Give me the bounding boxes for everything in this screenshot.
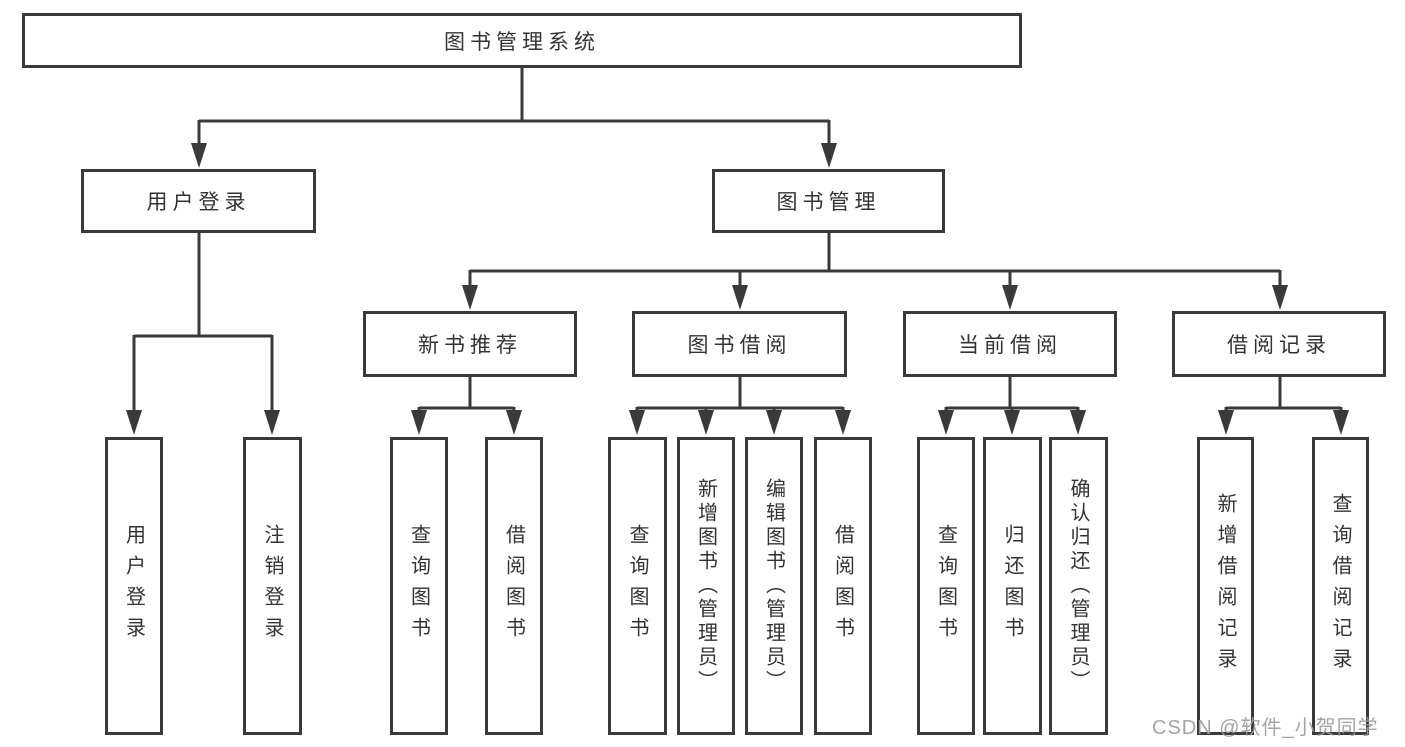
node-book-management: 图书管理 bbox=[712, 169, 945, 233]
leaf-add-book-admin: 新增图书（管理员） bbox=[677, 437, 735, 735]
leaf-logout: 注销登录 bbox=[243, 437, 302, 735]
leaf-query-books-current: 查询图书 bbox=[917, 437, 975, 735]
node-book-borrow: 图书借阅 bbox=[632, 311, 847, 377]
leaf-query-borrow-record: 查询借阅记录 bbox=[1312, 437, 1369, 735]
leaf-edit-book-admin: 编辑图书（管理员） bbox=[745, 437, 803, 735]
leaf-query-books-recommend: 查询图书 bbox=[390, 437, 448, 735]
csdn-watermark: CSDN @软件_小贺同学 bbox=[1152, 717, 1379, 739]
node-current-borrow: 当前借阅 bbox=[903, 311, 1117, 377]
arrowheads bbox=[126, 143, 1349, 435]
leaf-borrow-books: 借阅图书 bbox=[814, 437, 872, 735]
leaf-query-books-borrow: 查询图书 bbox=[608, 437, 667, 735]
node-user-login: 用户登录 bbox=[81, 169, 316, 233]
leaf-add-borrow-record: 新增借阅记录 bbox=[1197, 437, 1254, 735]
leaf-user-login: 用户登录 bbox=[105, 437, 163, 735]
leaf-borrow-books-recommend: 借阅图书 bbox=[485, 437, 543, 735]
leaf-return-book: 归还图书 bbox=[983, 437, 1042, 735]
node-new-book-recommend: 新书推荐 bbox=[363, 311, 577, 377]
node-borrow-record: 借阅记录 bbox=[1172, 311, 1386, 377]
node-library-management-system: 图书管理系统 bbox=[22, 13, 1022, 68]
leaf-confirm-return-admin: 确认归还（管理员） bbox=[1049, 437, 1108, 735]
